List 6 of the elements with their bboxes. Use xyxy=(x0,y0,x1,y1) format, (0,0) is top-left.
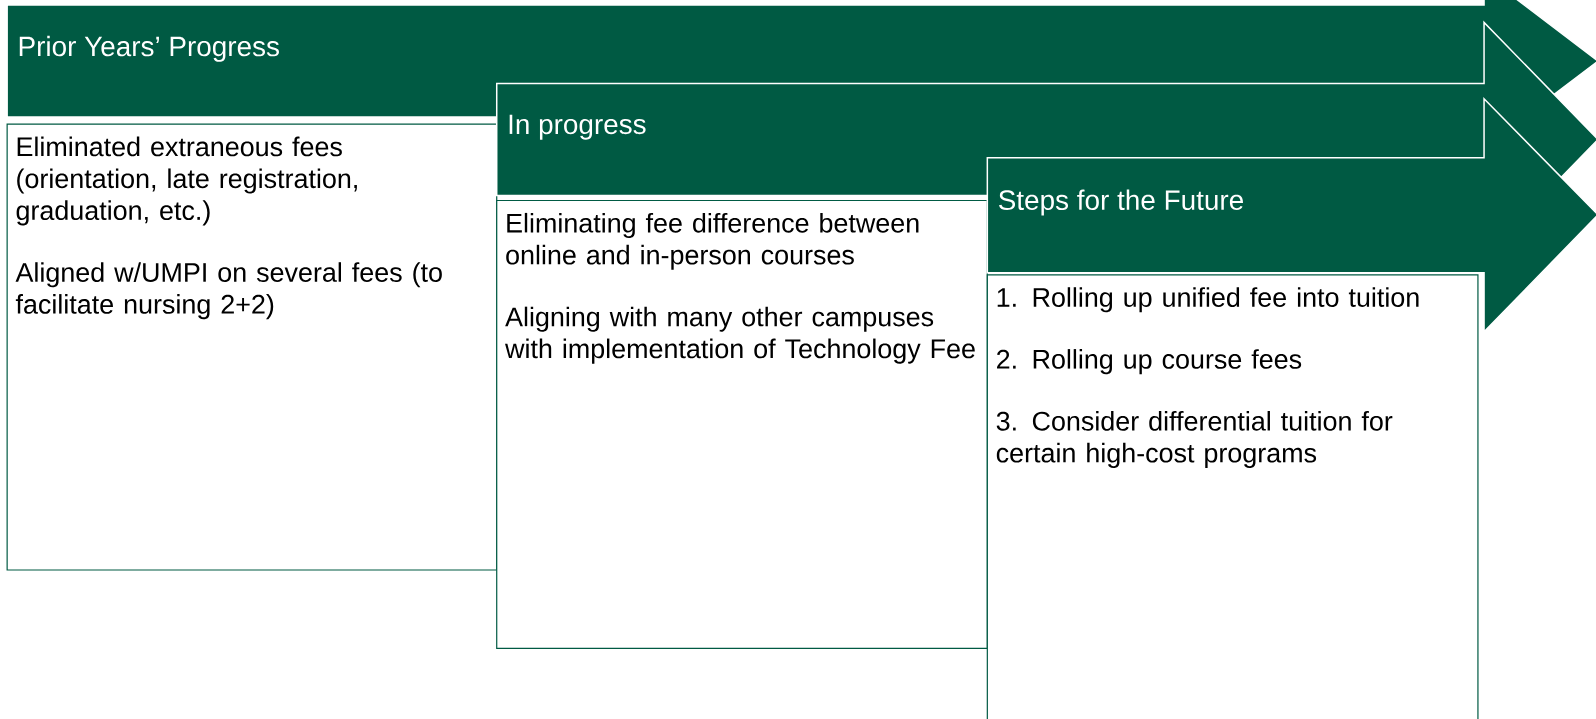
node-label: Steps for the Future xyxy=(998,189,1243,216)
text-box: Eliminated extraneous fees (orientation, late registration, graduation, etc.) Aligned w/UMPI on several fees (to facilitate nursing 2+2) xyxy=(6,123,498,571)
text-box: Eliminating fee difference between online and in-person courses Aligning with many other campuses with implementation of Technology Fee xyxy=(496,199,988,649)
text-box: 1. Rolling up unified fee into tuition 2. Rolling up course fees 3. Consider differential tuition for certain high-cost programs xyxy=(986,274,1479,719)
node-label: Prior Years’ Progress xyxy=(19,35,279,62)
node-label: In progress xyxy=(509,114,646,140)
